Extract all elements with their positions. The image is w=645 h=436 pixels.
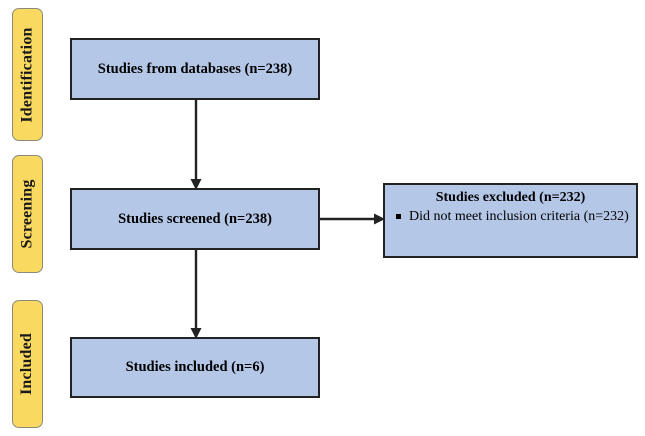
stage-label-included-text: Included bbox=[18, 332, 36, 396]
stage-label-screening: Screening bbox=[12, 155, 43, 273]
stage-label-included: Included bbox=[12, 300, 43, 428]
box-studies-included-label: Studies included (n=6) bbox=[125, 359, 265, 376]
box-studies-from-databases-label: Studies from databases (n=238) bbox=[97, 60, 293, 77]
box-studies-included: Studies included (n=6) bbox=[70, 337, 320, 398]
square-bullet-icon bbox=[396, 213, 401, 219]
box-studies-from-databases: Studies from databases (n=238) bbox=[70, 38, 320, 100]
stage-label-identification: Identification bbox=[12, 8, 43, 141]
excluded-reason-text: Did not meet inclusion criteria (n=232) bbox=[409, 208, 629, 224]
stage-label-identification-text: Identification bbox=[18, 26, 36, 123]
box-studies-excluded-title: Studies excluded (n=232) bbox=[435, 190, 586, 205]
arrow-screened-to-excluded bbox=[318, 213, 385, 225]
box-studies-screened-label: Studies screened (n=238) bbox=[118, 210, 272, 227]
box-studies-excluded: Studies excluded (n=232) Did not meet in… bbox=[383, 183, 638, 258]
arrow-screened-to-included bbox=[190, 249, 202, 339]
arrow-databases-to-screened bbox=[190, 99, 202, 190]
stage-label-screening-text: Screening bbox=[18, 179, 36, 249]
box-studies-screened: Studies screened (n=238) bbox=[70, 188, 320, 250]
excluded-reason-item: Did not meet inclusion criteria (n=232) bbox=[392, 208, 629, 226]
